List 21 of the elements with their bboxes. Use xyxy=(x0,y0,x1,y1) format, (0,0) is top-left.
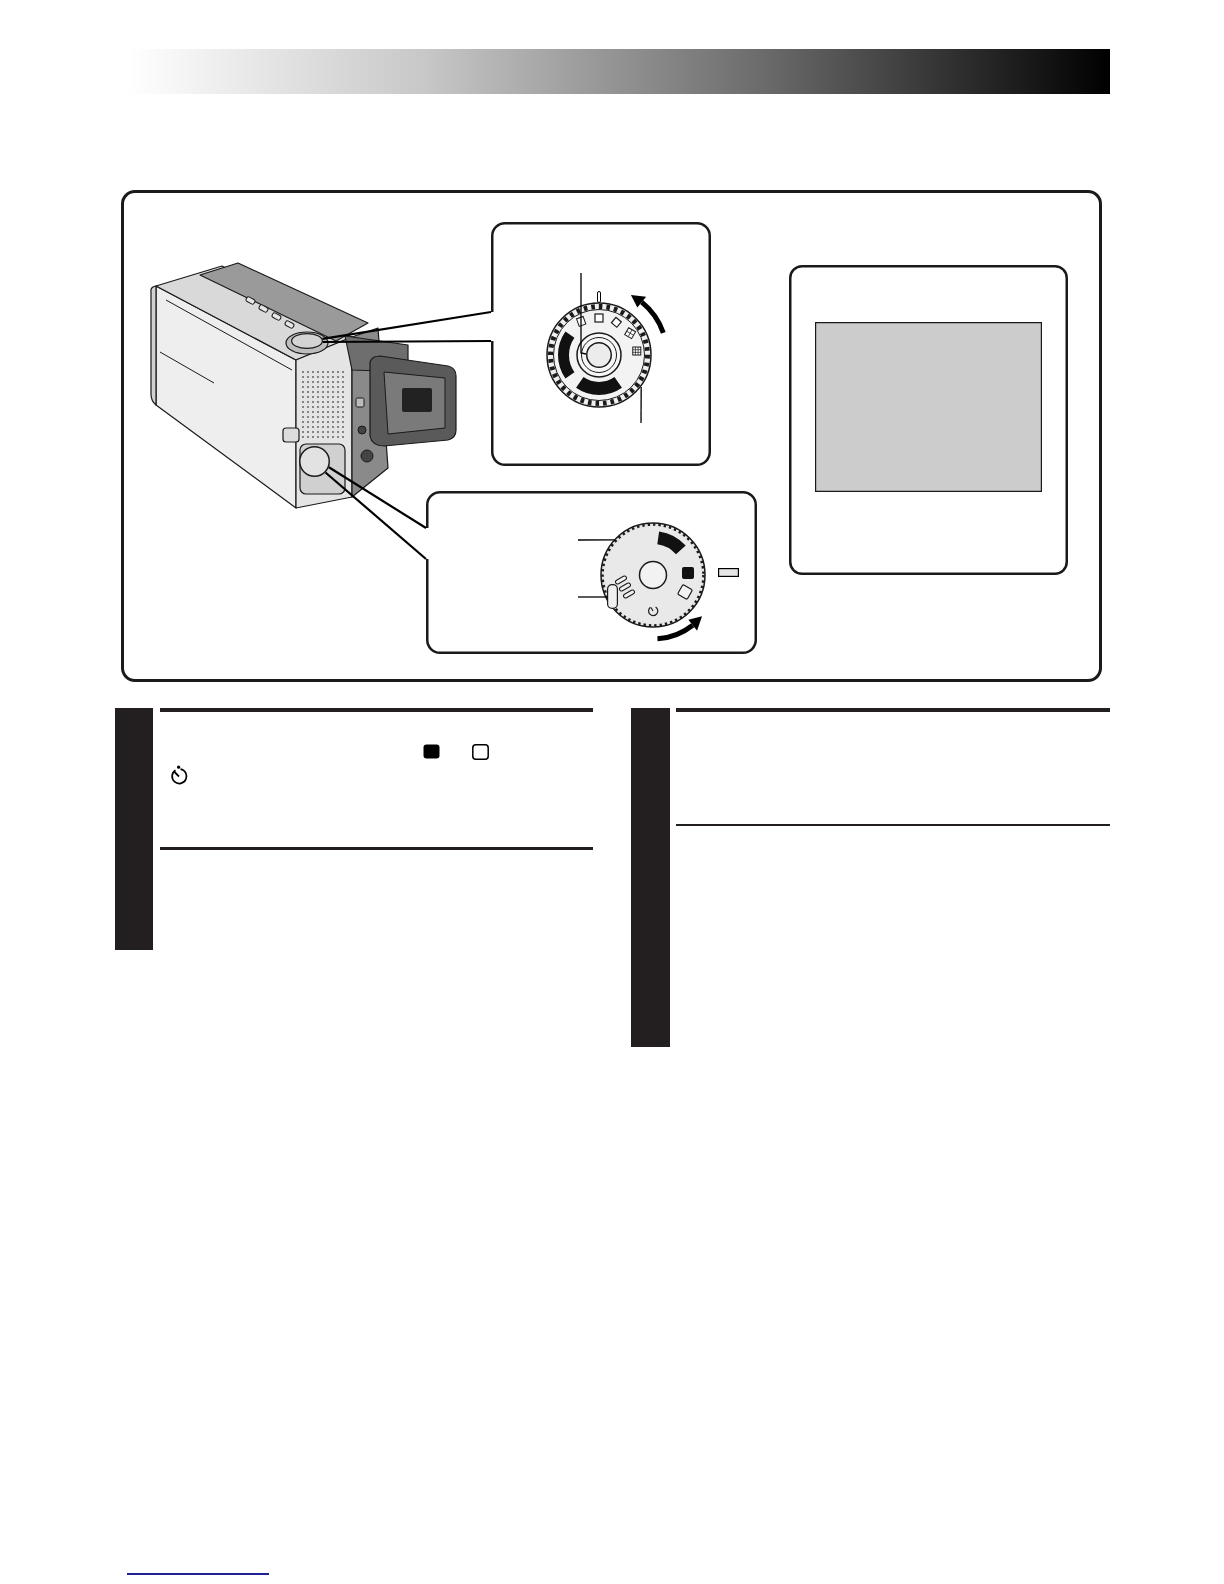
step-bar xyxy=(631,708,670,1047)
leader-line xyxy=(580,272,587,355)
dial-lever xyxy=(607,584,618,609)
leader-line xyxy=(640,386,642,424)
inset-frame xyxy=(491,222,711,466)
dial-knob xyxy=(291,333,323,349)
leader-line xyxy=(577,539,616,541)
callout-line xyxy=(328,466,427,529)
inset-frame xyxy=(426,491,757,654)
dial xyxy=(601,523,705,627)
callout-line xyxy=(322,339,491,344)
screen-frame xyxy=(789,265,1068,575)
leader-line xyxy=(577,596,608,598)
panel-frame xyxy=(121,190,1102,682)
dial-button xyxy=(586,342,612,368)
callout-line xyxy=(324,471,427,560)
callout-line xyxy=(322,310,492,340)
dial-knob xyxy=(299,446,330,477)
mode-dial xyxy=(546,302,652,408)
screen-display xyxy=(815,322,1042,492)
step-bar xyxy=(115,708,153,950)
